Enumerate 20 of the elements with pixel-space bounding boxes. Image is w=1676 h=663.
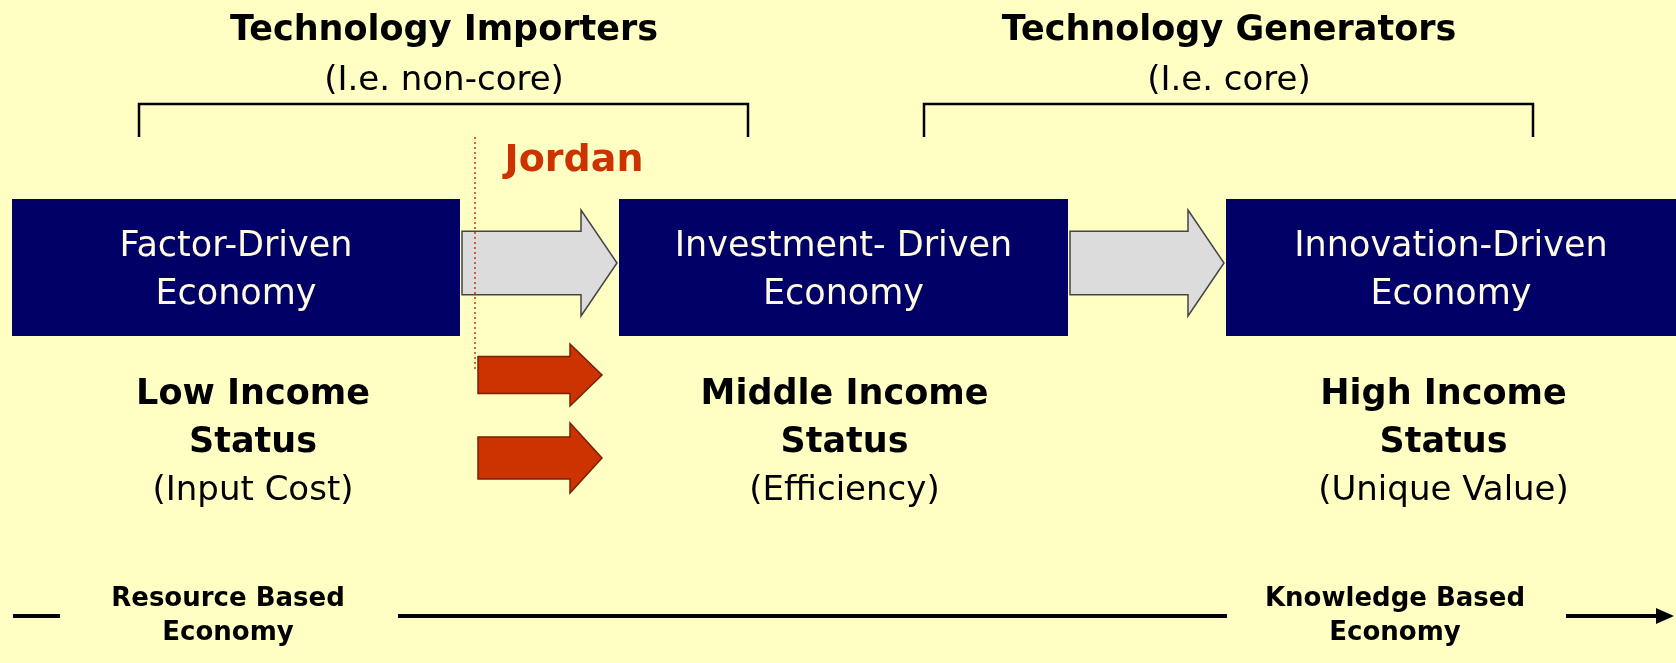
group-note: (I.e. core) (1147, 58, 1311, 98)
process-box: Factor-Driven Economy (12, 199, 460, 336)
status-note: (Input Cost) (152, 467, 354, 510)
group-note: (I.e. non-core) (324, 58, 564, 98)
block-arrow (477, 421, 603, 495)
status-note: (Efficiency) (749, 467, 940, 510)
status-heading: Middle Income Status (699, 371, 990, 462)
status-note: (Unique Value) (1318, 467, 1569, 510)
group-heading: Technology Generators (1001, 8, 1457, 48)
block-arrow (1069, 207, 1225, 319)
status-heading: High Income Status (1319, 371, 1568, 462)
axis-label: Knowledge Based Economy (1263, 581, 1527, 648)
country-label: Jordan (504, 136, 644, 180)
block-arrow (461, 207, 618, 319)
process-box: Innovation-Driven Economy (1226, 199, 1676, 336)
process-box: Investment- Driven Economy (619, 199, 1068, 336)
axis-label: Resource Based Economy (110, 581, 346, 648)
group-heading: Technology Importers (229, 8, 659, 48)
status-heading: Low Income Status (135, 371, 371, 462)
block-arrow (477, 342, 604, 408)
